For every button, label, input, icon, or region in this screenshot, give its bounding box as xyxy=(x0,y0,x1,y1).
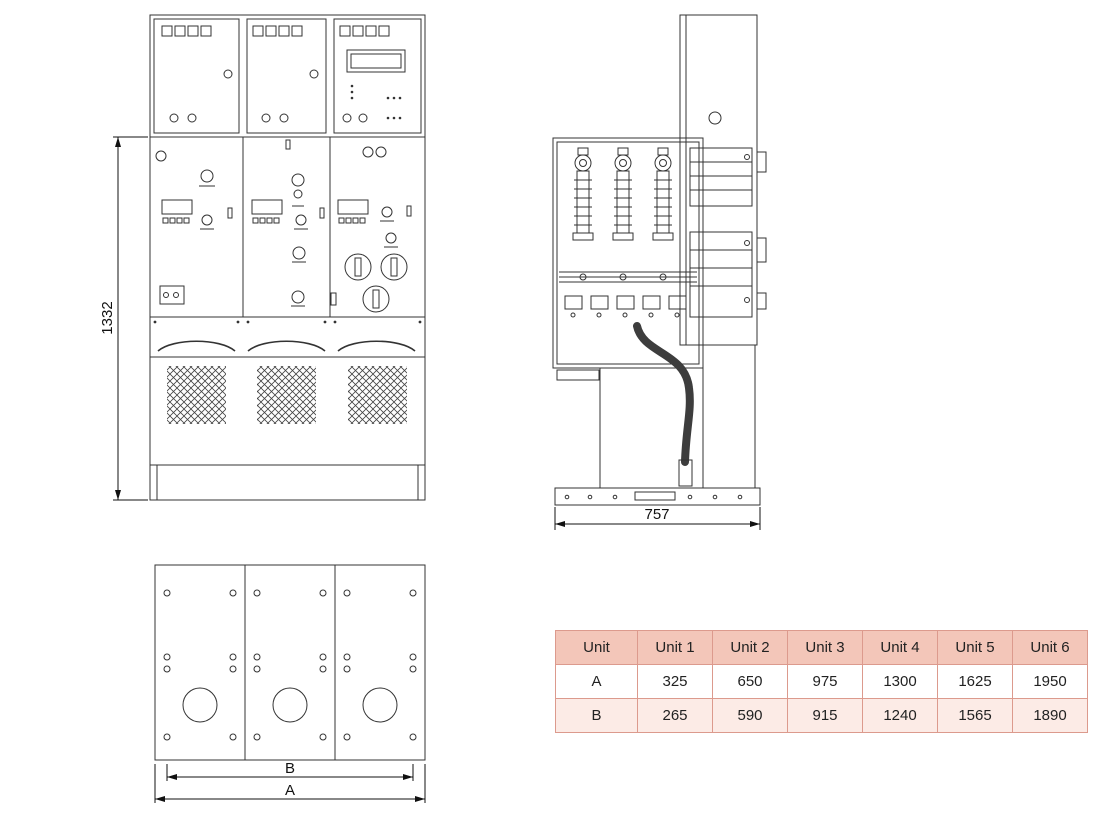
bottom-base-plate xyxy=(154,564,426,761)
table-cell: 1240 xyxy=(862,698,938,733)
dimension-front-height: 1332 xyxy=(100,136,148,501)
table-header-unit4: Unit 4 xyxy=(862,630,938,665)
dimension-bottom-B: B xyxy=(166,760,414,781)
front-panel1-components xyxy=(155,150,233,305)
side-base-frame xyxy=(554,487,761,506)
front-view-drawing: 1332 xyxy=(100,14,426,501)
table-header-unit6: Unit 6 xyxy=(1012,630,1088,665)
front-cabinet-body xyxy=(149,136,426,501)
front-panel2-components xyxy=(251,139,325,307)
front-door-handles xyxy=(153,320,422,352)
front-ventilation-grilles xyxy=(167,366,407,424)
table-cell: 1890 xyxy=(1012,698,1088,733)
table-header-unit1: Unit 1 xyxy=(637,630,713,665)
side-depth-label: 757 xyxy=(644,506,669,523)
table-cell: 590 xyxy=(712,698,788,733)
side-view-drawing: 757 xyxy=(552,14,767,530)
side-busbar-assembly xyxy=(559,271,697,318)
table-cell: 650 xyxy=(712,664,788,699)
dimension-side-depth: 757 xyxy=(554,506,761,530)
side-cable xyxy=(633,322,694,487)
table-cell: 325 xyxy=(637,664,713,699)
bottom-bolt-holes xyxy=(163,589,417,741)
side-lower-frame xyxy=(556,345,756,488)
front-panel3-components xyxy=(330,146,412,313)
side-gas-tank xyxy=(552,137,704,369)
table-header-row: Unit Unit 1 Unit 2 Unit 3 Unit 4 Unit 5 … xyxy=(555,630,1088,665)
row-a-label: A xyxy=(555,664,638,699)
front-top-control-boxes xyxy=(149,14,426,138)
table-header-unit: Unit xyxy=(555,630,638,665)
dimension-table: Unit Unit 1 Unit 2 Unit 3 Unit 4 Unit 5 … xyxy=(555,630,1088,733)
side-rear-tower xyxy=(679,14,767,346)
table-header-unit3: Unit 3 xyxy=(787,630,863,665)
table-cell: 1625 xyxy=(937,664,1013,699)
bottom-cable-entries xyxy=(182,687,398,723)
table-header-unit5: Unit 5 xyxy=(937,630,1013,665)
table-cell: 1565 xyxy=(937,698,1013,733)
bottom-inner-width-label: B xyxy=(285,760,295,777)
table-cell: 1300 xyxy=(862,664,938,699)
bottom-view-drawing: B A xyxy=(154,564,426,803)
table-row-b: B 265 590 915 1240 1565 1890 xyxy=(555,698,1088,733)
dimension-bottom-A: A xyxy=(154,764,426,803)
table-cell: 265 xyxy=(637,698,713,733)
table-cell: 975 xyxy=(787,664,863,699)
row-b-label: B xyxy=(555,698,638,733)
table-header-unit2: Unit 2 xyxy=(712,630,788,665)
bottom-outer-width-label: A xyxy=(285,782,295,799)
table-cell: 915 xyxy=(787,698,863,733)
table-row-a: A 325 650 975 1300 1625 1950 xyxy=(555,664,1088,699)
front-height-label: 1332 xyxy=(100,301,116,334)
table-cell: 1950 xyxy=(1012,664,1088,699)
